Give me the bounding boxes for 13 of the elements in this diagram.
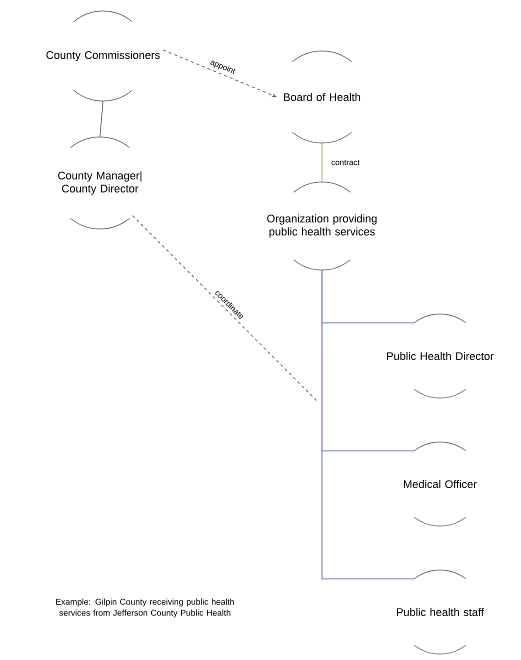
connector [100,100,104,138]
circle-node: County Commissioners [46,10,160,102]
circle-node: Public health staff [396,570,484,654]
edge-label: contract [332,160,360,166]
circle-node: County Manager| County Director [58,136,142,230]
note-text: Example: Gilpin County receiving public health services from Jefferson County Public Health [56,598,234,618]
connector [132,215,318,402]
edge-label: appoint [210,60,236,74]
circle-node: Board of Health [284,50,360,144]
circle-node: Organization providing public health services [267,182,377,270]
circle-node: Public Health Director [387,314,494,398]
circle-node: Medical Officer [404,442,477,526]
connector [322,270,415,580]
